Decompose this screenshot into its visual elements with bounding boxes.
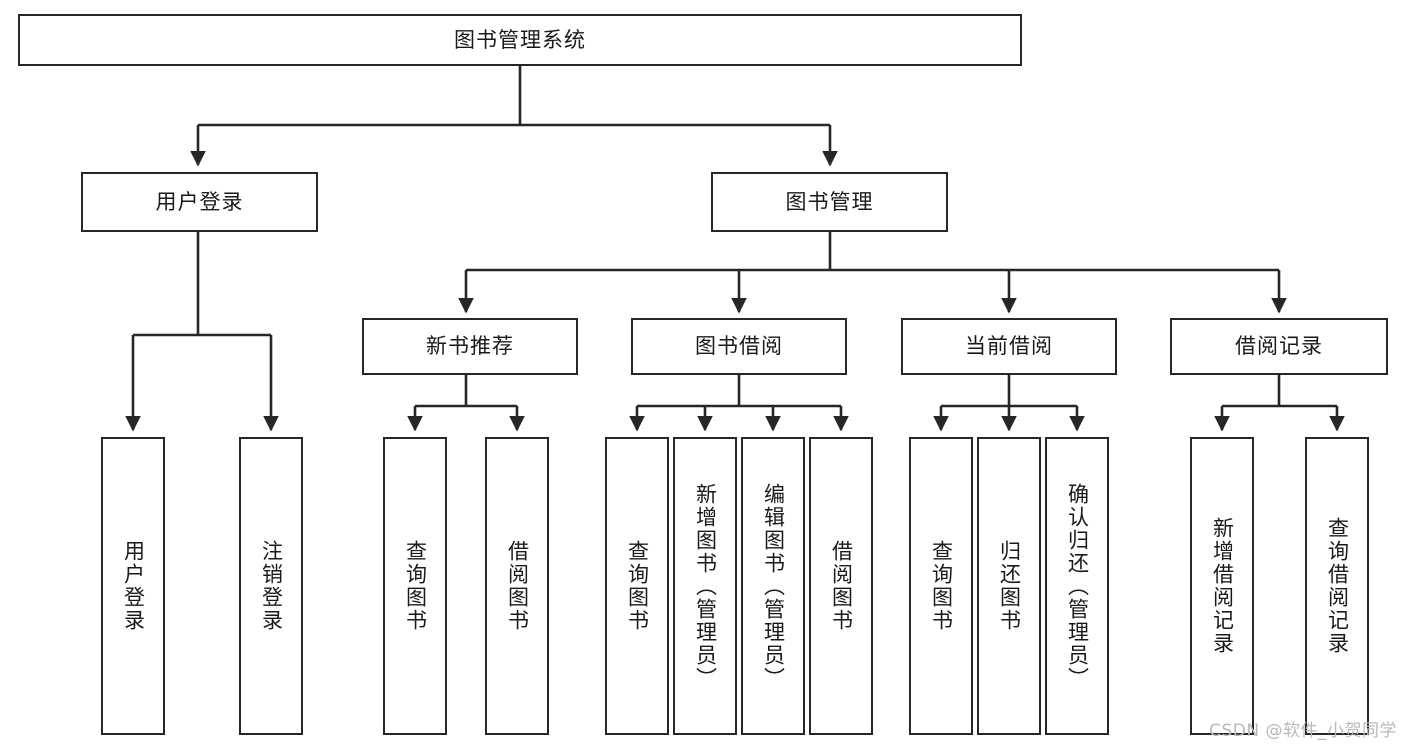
leaf-add-record-label: 新增借阅记录: [1210, 517, 1235, 655]
leaf-confirm-return-label: 确认归还（管理员）: [1065, 483, 1090, 690]
leaf-user-logout-label: 注销登录: [259, 540, 284, 632]
leaf-borrow-book-1[interactable]: 借阅图书: [485, 437, 549, 735]
leaf-return-book-label: 归还图书: [997, 540, 1022, 632]
leaf-query-record[interactable]: 查询借阅记录: [1305, 437, 1369, 735]
node-book-borrow-label: 图书借阅: [695, 334, 783, 359]
leaf-edit-book[interactable]: 编辑图书（管理员）: [741, 437, 805, 735]
leaf-query-record-label: 查询借阅记录: [1325, 517, 1350, 655]
node-current-borrow-label: 当前借阅: [965, 334, 1053, 359]
leaf-user-login[interactable]: 用户登录: [101, 437, 165, 735]
node-new-book-recommend[interactable]: 新书推荐: [362, 318, 578, 375]
node-user-login-label: 用户登录: [155, 189, 244, 214]
node-new-book-recommend-label: 新书推荐: [426, 334, 514, 359]
node-book-management-label: 图书管理: [785, 189, 874, 214]
node-user-login[interactable]: 用户登录: [81, 172, 318, 232]
node-book-borrow[interactable]: 图书借阅: [631, 318, 847, 375]
node-root[interactable]: 图书管理系统: [18, 14, 1022, 66]
node-root-label: 图书管理系统: [454, 27, 586, 52]
node-current-borrow[interactable]: 当前借阅: [901, 318, 1117, 375]
node-borrow-record-label: 借阅记录: [1235, 334, 1323, 359]
node-book-management[interactable]: 图书管理: [711, 172, 948, 232]
watermark: CSDN @软件_小贺同学: [1209, 721, 1397, 741]
leaf-edit-book-label: 编辑图书（管理员）: [761, 483, 786, 690]
leaf-return-book[interactable]: 归还图书: [977, 437, 1041, 735]
leaf-user-logout[interactable]: 注销登录: [239, 437, 303, 735]
leaf-borrow-book-2-label: 借阅图书: [829, 540, 854, 632]
leaf-add-book-label: 新增图书（管理员）: [693, 483, 718, 690]
leaf-confirm-return[interactable]: 确认归还（管理员）: [1045, 437, 1109, 735]
leaf-query-book-2-label: 查询图书: [625, 540, 650, 632]
leaf-query-book-3-label: 查询图书: [929, 540, 954, 632]
node-borrow-record[interactable]: 借阅记录: [1170, 318, 1388, 375]
leaf-user-login-label: 用户登录: [121, 540, 146, 632]
leaf-query-book-2[interactable]: 查询图书: [605, 437, 669, 735]
leaf-add-record[interactable]: 新增借阅记录: [1190, 437, 1254, 735]
leaf-borrow-book-2[interactable]: 借阅图书: [809, 437, 873, 735]
leaf-query-book-3[interactable]: 查询图书: [909, 437, 973, 735]
leaf-query-book-1[interactable]: 查询图书: [383, 437, 447, 735]
leaf-borrow-book-1-label: 借阅图书: [505, 540, 530, 632]
leaf-add-book[interactable]: 新增图书（管理员）: [673, 437, 737, 735]
leaf-query-book-1-label: 查询图书: [403, 540, 428, 632]
